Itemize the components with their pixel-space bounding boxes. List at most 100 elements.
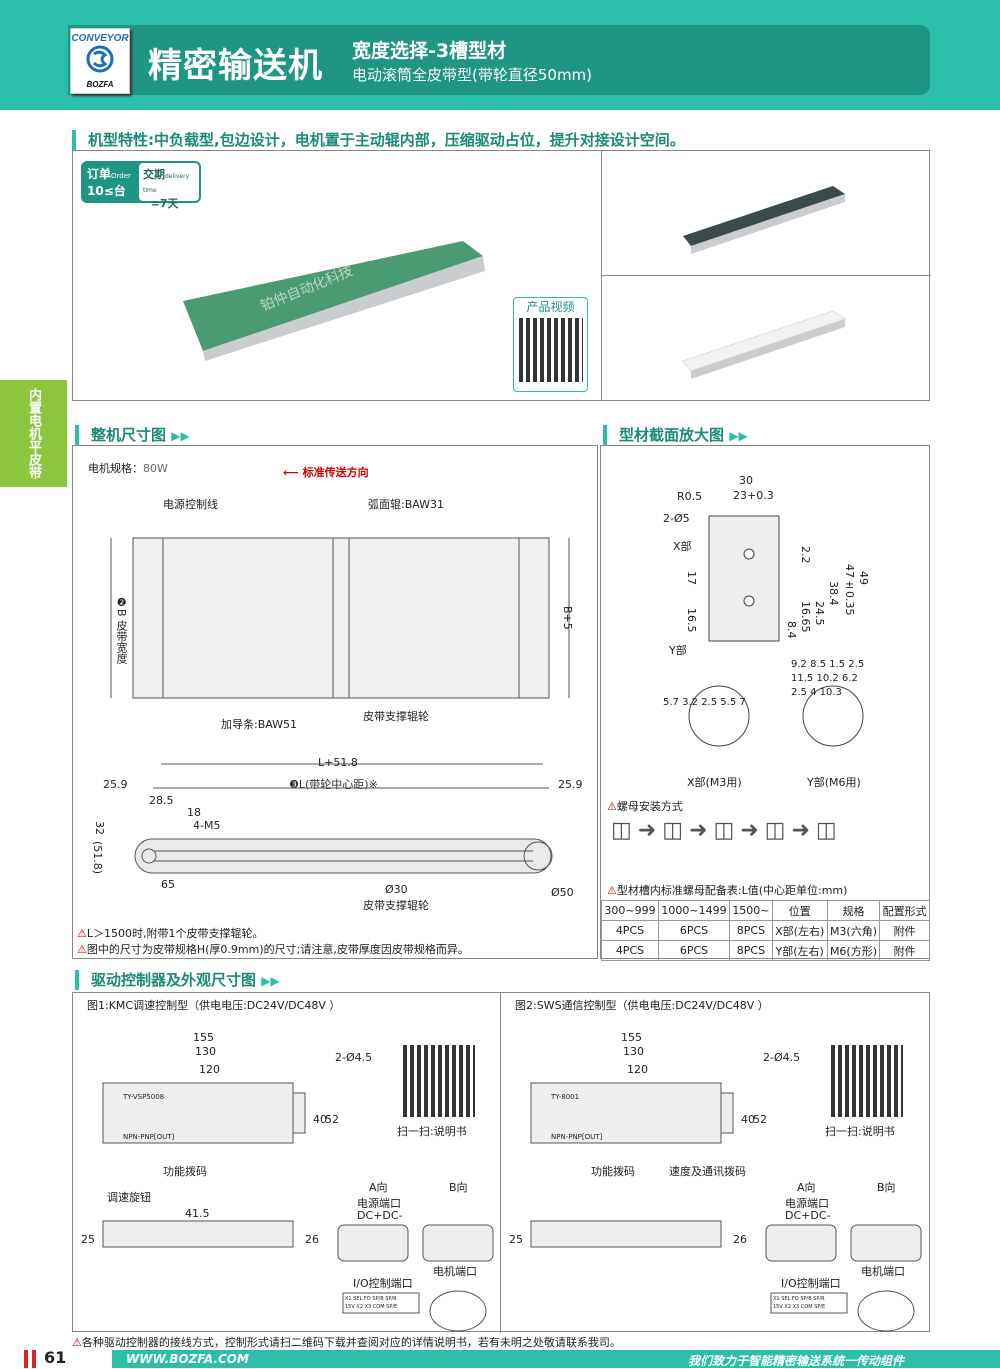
table-cell: X部(左右) xyxy=(771,920,828,941)
nut-install-steps-icon: ◫➜◫➜◫➜◫➜◫ xyxy=(611,818,843,843)
controller-d26: 26 xyxy=(305,1233,319,1246)
belt-width-label: ❷B 皮带宽度 xyxy=(115,596,128,665)
controller-drawing xyxy=(102,1082,494,1332)
controller-d41: 41.5 xyxy=(185,1207,210,1220)
controller-drawing xyxy=(530,1082,922,1332)
controller-d40: 40 xyxy=(313,1113,327,1126)
motor-spec-value: 80W xyxy=(143,462,168,475)
dim: 2.5 xyxy=(701,697,718,708)
dim-30: 30 xyxy=(739,474,753,487)
qr-code-icon[interactable] xyxy=(831,1045,903,1117)
controllers-heading: 驱动控制器及外观尺寸图 ▶▶ xyxy=(75,970,375,990)
controller-d120: 120 xyxy=(199,1063,220,1076)
controller-dc: DC+DC- xyxy=(357,1209,403,1222)
table-header: 1500~ xyxy=(729,900,773,921)
logo-text: CONVEYOR xyxy=(71,33,129,44)
dim-23: 23+0.3 xyxy=(733,489,774,502)
io-pin: X2 xyxy=(784,1304,791,1310)
io-pin: SP/B xyxy=(372,1296,384,1302)
io-pin: COM xyxy=(800,1304,813,1310)
io-pin: SEL xyxy=(781,1296,791,1302)
controller-model: TY-VSP5008 xyxy=(123,1093,165,1101)
support-roller-label: 皮带支撑辊轮 xyxy=(363,710,429,723)
dim: 2.5 xyxy=(791,687,807,698)
dim: 2.5 xyxy=(848,659,865,670)
table-cell: 8PCS xyxy=(729,920,773,941)
controller-npn: NPN-PNP[OUT] xyxy=(123,1133,175,1141)
controller-d25: 25 xyxy=(509,1233,523,1246)
controller-d52: 52 xyxy=(753,1113,767,1126)
table-cell: 6PCS xyxy=(657,920,731,941)
dim-16-65: 16.65 xyxy=(799,601,812,633)
qr-code-icon xyxy=(518,318,583,382)
dim-16-5: 16.5 xyxy=(685,608,698,633)
table-cell: 6PCS xyxy=(657,940,731,961)
dim: 8.5 xyxy=(810,659,826,670)
table-header: 位置 xyxy=(771,900,828,921)
controller-io_port: I/O控制端口 xyxy=(781,1277,841,1290)
logo-text: BOZFA xyxy=(86,80,114,89)
b-plus-label: B+5 xyxy=(561,606,574,630)
controller-b_dir: B向 xyxy=(877,1181,896,1194)
controller-d25: 25 xyxy=(81,1233,95,1246)
io-pin: 15V xyxy=(345,1304,355,1310)
footer-note: 各种驱动控制器的接线方式，控制形式请扫二维码下载并查阅对应的详情说明书，若有未明… xyxy=(81,1336,621,1349)
features-heading-text: 机型特性:中负载型,包边设计，电机置于主动辊内部，压缩驱动占位，提升对接设计空间… xyxy=(88,131,685,149)
controller-d130: 130 xyxy=(623,1045,644,1058)
qr-code-icon[interactable] xyxy=(403,1045,475,1117)
motor-spec-label: 电机规格： xyxy=(88,462,143,475)
warning-icon: ⚠ xyxy=(72,1336,82,1349)
dark-conveyor-image xyxy=(683,186,845,254)
io-pin: SEL xyxy=(353,1296,363,1302)
page-title: 精密输送机 xyxy=(148,46,323,86)
dim-30: Ø30 xyxy=(385,883,408,896)
controller-motor_port: 电机端口 xyxy=(861,1265,905,1278)
l-total-label: L+51.8 xyxy=(318,756,358,769)
dimension-drawing-panel: 电机规格：80W ⟵ 标准传送方向 电源控制线 弧面辊:BAW31 ❷B 皮带宽… xyxy=(72,445,598,959)
dim-17: 17 xyxy=(685,571,698,585)
video-qr[interactable]: 产品视频 xyxy=(513,297,588,392)
io-pin: SP/E xyxy=(814,1304,826,1310)
warning-icon: ⚠ xyxy=(607,800,617,813)
note-1: L＞1500时,附带1个皮带支撑辊轮。 xyxy=(86,927,264,940)
controller-a_dir: A向 xyxy=(369,1181,388,1194)
io-pin: SP/R xyxy=(385,1296,397,1302)
warning-icon: ⚠ xyxy=(77,943,87,956)
dim-28-5: 28.5 xyxy=(149,794,174,807)
delivery-en: delivery time xyxy=(143,173,190,194)
brand-logo: CONVEYOR BOZFA xyxy=(70,28,130,94)
controller-d155: 155 xyxy=(193,1031,214,1044)
controller-d52: 52 xyxy=(325,1113,339,1126)
profile-cross-section xyxy=(688,515,864,747)
controller-title: 图1:KMC调速控制型（供电电压:DC24V/DC48V ） xyxy=(87,999,341,1012)
dim-24-5: 24.5 xyxy=(813,601,826,626)
table-header: 配置形式 xyxy=(879,900,930,921)
table-header: 规格 xyxy=(826,900,881,921)
dim-18: 18 xyxy=(187,806,201,819)
dim: 4 xyxy=(810,687,817,698)
direction-text: 标准传送方向 xyxy=(302,466,369,479)
dim-38-4: 38.4 xyxy=(827,581,840,606)
dim-holes: 2-Ø5 xyxy=(663,512,690,525)
website-link[interactable]: WWW.BOZFA.COM xyxy=(126,1352,249,1366)
controller-title: 图2:SWS通信控制型（供电电压:DC24V/DC48V ） xyxy=(515,999,769,1012)
table-cell: 附件 xyxy=(879,920,930,941)
logo-icon xyxy=(86,45,114,73)
x-part-caption: X部(M3用) xyxy=(687,776,742,789)
io-pin: X1 xyxy=(773,1296,780,1302)
green-conveyor-image: 铂仲自动化科技 xyxy=(183,241,485,361)
warning-icon: ⚠ xyxy=(607,884,617,897)
controller-scan: 扫一扫:说明书 xyxy=(397,1125,467,1138)
profile-panel: 30 23+0.3 R0.5 2-Ø5 X部 Y部 17 16.5 2.2 38… xyxy=(600,445,930,961)
delivery-value: =7天 xyxy=(150,197,179,210)
io-pin: X3 xyxy=(792,1304,800,1310)
controller-dip: 功能拨码 xyxy=(591,1165,635,1178)
controllers-heading-text: 驱动控制器及外观尺寸图 xyxy=(91,971,257,989)
controller-holes: 2-Ø4.5 xyxy=(335,1051,373,1064)
dim: 11.5 xyxy=(791,673,814,684)
io-pin: COM xyxy=(372,1304,385,1310)
dimensions-heading: 整机尺寸图 ▶▶ xyxy=(75,425,275,445)
dimensions-heading-text: 整机尺寸图 xyxy=(91,426,167,444)
delivery-label: 交期 xyxy=(143,168,165,181)
